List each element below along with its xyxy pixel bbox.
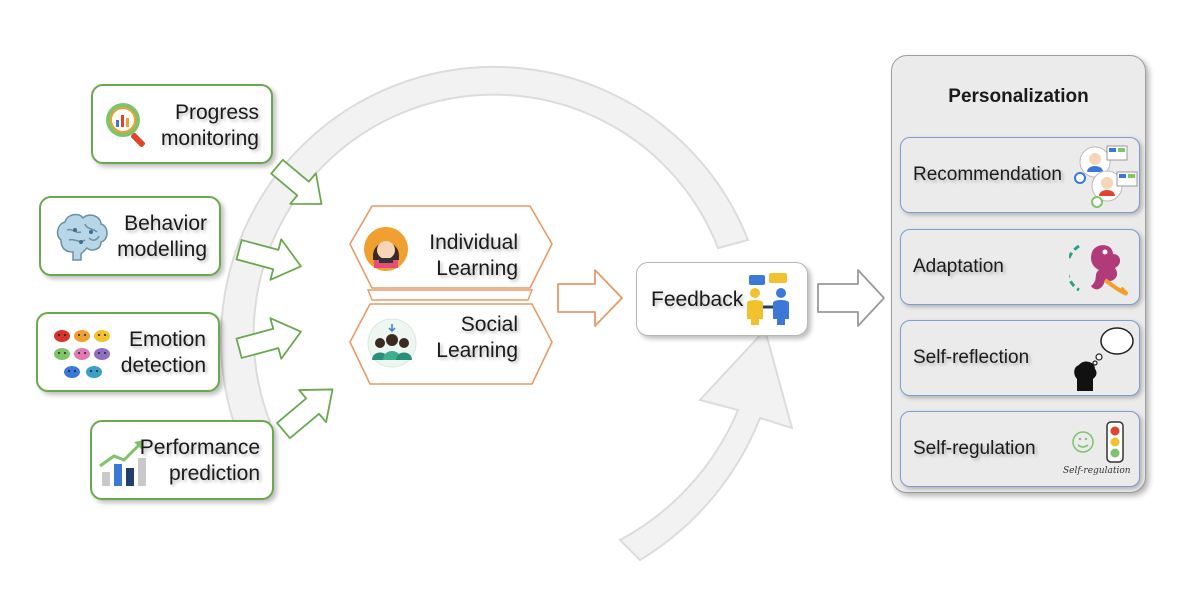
magnifier-chart-icon [106, 103, 145, 147]
users-recommendation-icon [1074, 145, 1138, 208]
hexagon-connector [366, 289, 534, 301]
self-reflection-box: Self-reflection [900, 320, 1140, 396]
progress-line2: monitoring [160, 127, 259, 150]
chameleon-icon [1069, 244, 1129, 296]
arrow-progress [270, 158, 323, 205]
thinking-head-icon [1074, 327, 1134, 391]
recommendation-box: Recommendation [900, 137, 1140, 213]
arrow-feedback-personalization [817, 269, 885, 327]
self-regulation-label: Self-regulation [913, 438, 1036, 459]
self-reflection-label: Self-reflection [913, 347, 1030, 368]
feedback-box: Feedback [636, 262, 808, 336]
behavior-line2: modelling [117, 238, 207, 261]
individual-line2: Learning [436, 257, 518, 280]
feedback-label: Feedback [651, 288, 744, 311]
growth-chart-icon [99, 440, 146, 486]
performance-line1: Performance [139, 436, 260, 459]
group-icon [367, 318, 417, 368]
arrow-behavior [235, 238, 302, 281]
arrow-emotion [235, 317, 302, 360]
arrow-learning-feedback [557, 269, 623, 327]
social-line1: Social [460, 313, 518, 336]
behavior-modelling-box: Behavior modelling [39, 196, 221, 276]
behavior-line1: Behavior [124, 212, 207, 235]
self-regulation-box: Self-regulation Self-regulation [900, 411, 1140, 487]
individual-learning-hexagon [349, 205, 553, 289]
adaptation-label: Adaptation [913, 256, 1004, 277]
social-line2: Learning [436, 339, 518, 362]
self-regulation-icon-caption: Self-regulation [1063, 466, 1131, 476]
emotion-line2: detection [120, 354, 206, 377]
individual-line1: Individual [429, 231, 518, 254]
emotion-line1: Emotion [128, 328, 206, 351]
adaptation-box: Adaptation [900, 229, 1140, 305]
traffic-light-icon [1072, 421, 1124, 463]
student-icon [364, 227, 408, 271]
progress-line1: Progress [174, 101, 259, 124]
recommendation-label: Recommendation [913, 164, 1062, 185]
emotion-detection-box: Emotion detection [36, 312, 220, 392]
people-feedback-icon [747, 273, 789, 325]
arrow-performance [276, 388, 334, 440]
emotion-faces-icon [54, 330, 110, 378]
performance-prediction-box: Performance prediction [90, 420, 274, 500]
performance-line2: prediction [168, 462, 260, 485]
brain-icon [56, 213, 108, 261]
progress-monitoring-box: Progress monitoring [91, 84, 273, 164]
personalization-title: Personalization [948, 86, 1089, 107]
